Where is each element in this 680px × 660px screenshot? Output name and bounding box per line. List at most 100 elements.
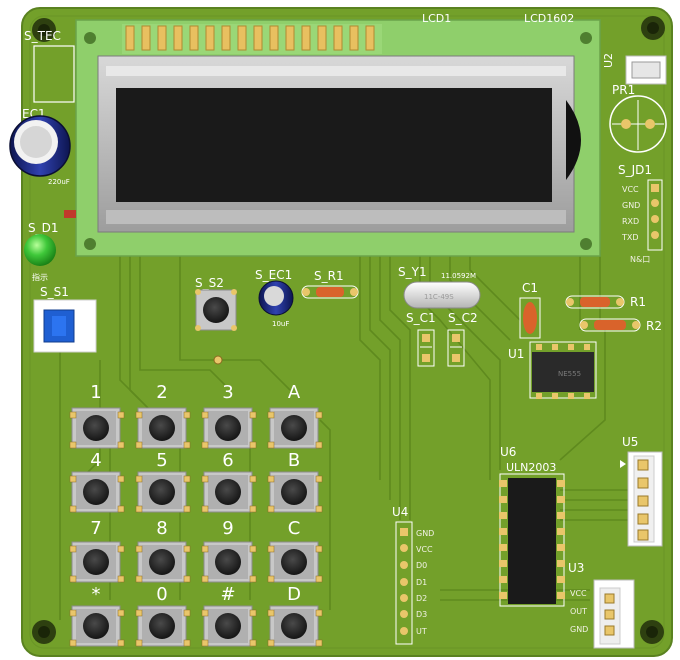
jd1-note: N&口 [630, 255, 650, 264]
u3-pin-vcc: VCC [570, 589, 587, 598]
keypad-label-a: A [288, 382, 301, 403]
s-r1-label: S_R1 [314, 269, 344, 283]
lcd-glass [116, 88, 552, 202]
keypad-key-b[interactable] [267, 471, 323, 513]
ec1-capacitor: EC1 220uF [9, 107, 71, 186]
lcd-header-pins [122, 24, 382, 54]
s-jd1-label: S_JD1 [618, 163, 652, 177]
keypad-label-9: 9 [222, 518, 233, 539]
keypad-label-3: 3 [222, 382, 233, 403]
s-c1-label: S_C1 [406, 311, 436, 325]
keypad-key-9[interactable] [201, 541, 257, 583]
r2-label: R2 [646, 319, 662, 333]
keypad-label-2: 2 [156, 382, 167, 403]
u3-pin-out: OUT [570, 607, 587, 616]
keypad-label-6: 6 [222, 450, 233, 471]
s-r1-resistor [301, 285, 359, 299]
keypad-label-1: 1 [90, 382, 101, 403]
keypad-label-hash: # [220, 584, 235, 605]
keypad-label-star: * [92, 584, 101, 605]
keypad-key-5[interactable] [135, 471, 191, 513]
keypad-label-7: 7 [90, 518, 101, 539]
keypad-label-8: 8 [156, 518, 167, 539]
lcd1602-module [75, 19, 601, 257]
u4-header [395, 521, 413, 645]
s-y1-crystal: 11C-49S [403, 281, 481, 309]
s-c2-label: S_C2 [448, 311, 478, 325]
u6-part-label: ULN2003 [506, 461, 556, 474]
c1-capacitor [519, 297, 541, 339]
keypad-label-0: 0 [156, 584, 167, 605]
via-pad [213, 355, 223, 365]
u3-connector [593, 579, 635, 649]
keypad-key-6[interactable] [201, 471, 257, 513]
s-s2-label: S_S2 [195, 276, 224, 290]
pr1-label: PR1 [612, 83, 635, 97]
keypad-key-2[interactable] [135, 407, 191, 449]
keypad-key-hash[interactable] [201, 605, 257, 647]
jd1-pin-rxd: RXD [622, 217, 639, 226]
u6-chip [499, 473, 565, 607]
s-ec1-capacitor: 10uF [258, 280, 294, 328]
s-y1-label: S_Y1 [398, 265, 427, 279]
keypad-key-c[interactable] [267, 541, 323, 583]
jd1-pin-txd: TXD [621, 233, 639, 242]
s-tec-label: S_TEC [24, 29, 61, 43]
u4-pin-ut: UT [416, 627, 427, 636]
s-jd1-header [647, 179, 663, 251]
pr1-photoresistor [609, 95, 667, 153]
keypad-key-1[interactable] [69, 407, 125, 449]
d1-resistor [64, 210, 76, 218]
u1-chip-text: NE555 [558, 370, 581, 378]
r2-resistor [579, 318, 641, 332]
u6-label: U6 [500, 445, 516, 459]
r1-resistor [565, 295, 625, 309]
u4-label: U4 [392, 505, 408, 519]
keypad-key-3[interactable] [201, 407, 257, 449]
u2-label: U2 [602, 53, 615, 68]
u3-pin-gnd: GND [570, 625, 588, 634]
u5-label: U5 [622, 435, 638, 449]
keypad-key-star[interactable] [69, 605, 125, 647]
keypad-key-4[interactable] [69, 471, 125, 513]
keypad-key-7[interactable] [69, 541, 125, 583]
s-c2-capacitor [447, 329, 465, 367]
led-note: 指示 [32, 272, 48, 282]
s-ec1-value: 10uF [272, 320, 289, 328]
keypad-label-d: D [287, 584, 301, 605]
s-s1-label: S_S1 [40, 285, 69, 299]
keypad-label-4: 4 [90, 450, 101, 471]
r1-label: R1 [630, 295, 646, 309]
crystal-body: 11C-49S [424, 293, 454, 301]
d1-led [24, 234, 56, 266]
s-ec1-label: S_EC1 [255, 268, 292, 282]
s-s2-button[interactable] [195, 289, 237, 331]
keypad-label-b: B [288, 450, 300, 471]
lcd-ref-label: LCD1 [422, 12, 451, 25]
u4-pin-d3: D3 [416, 610, 427, 619]
keypad-key-8[interactable] [135, 541, 191, 583]
lcd-part-label: LCD1602 [524, 12, 574, 25]
keypad-label-5: 5 [156, 450, 167, 471]
keypad-key-a[interactable] [267, 407, 323, 449]
pcb-outline [29, 15, 665, 649]
u4-pin-d1: D1 [416, 578, 427, 587]
u4-pin-vcc: VCC [416, 545, 433, 554]
u4-pin-d0: D0 [416, 561, 427, 570]
u1-label: U1 [508, 347, 524, 361]
u4-pin-d2: D2 [416, 594, 427, 603]
mounting-holes [32, 16, 665, 644]
s-c1-capacitor [417, 329, 435, 367]
keypad-key-0[interactable] [135, 605, 191, 647]
u3-label: U3 [568, 561, 584, 575]
keypad-key-d[interactable] [267, 605, 323, 647]
u4-pin-gnd: GND [416, 529, 434, 538]
jd1-pin-gnd: GND [622, 201, 640, 210]
u2-connector [625, 55, 667, 85]
c1-label: C1 [522, 281, 538, 295]
u5-connector [620, 451, 663, 547]
u1-chip: NE555 [529, 341, 597, 399]
ec1-value: 220uF [48, 178, 70, 186]
